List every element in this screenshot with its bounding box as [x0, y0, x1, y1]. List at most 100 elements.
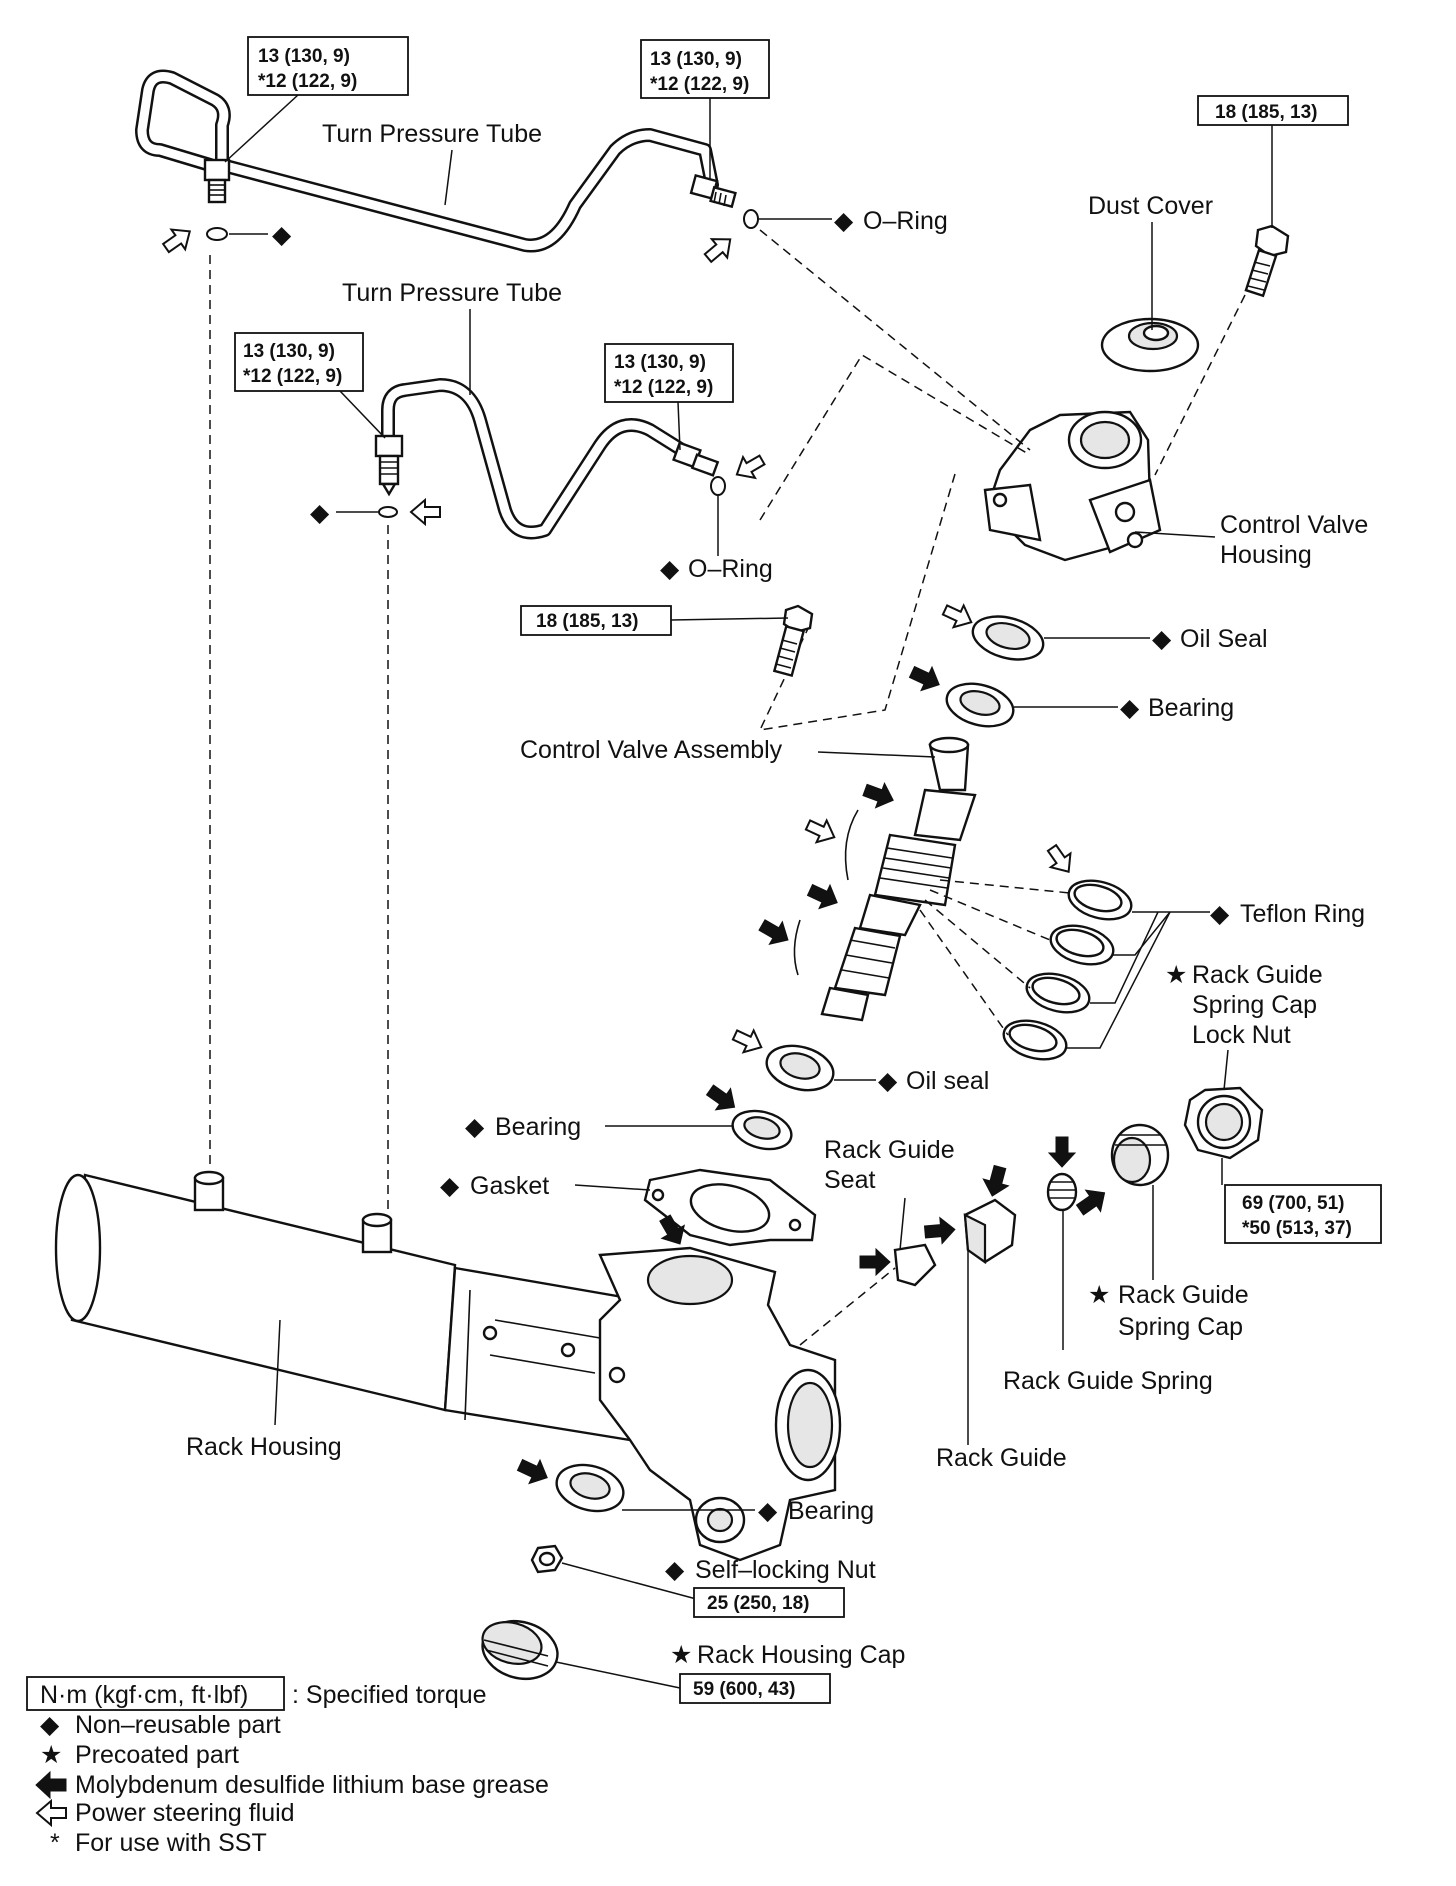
turn-pressure-tube-upper: [135, 69, 737, 253]
legend-torque-box: [26, 1676, 285, 1711]
rack-guide-spring-cap: [1072, 1123, 1170, 1280]
legend-torque-desc: : Specified torque: [292, 1681, 487, 1709]
diamond-symbol: ◆: [440, 1172, 460, 1200]
torque-box-tube1-right: 13 (130, 9) *12 (122, 9): [640, 39, 770, 180]
power-steering-fluid-arrow: [801, 813, 841, 850]
diamond-symbol: ◆: [465, 1113, 485, 1141]
torque-value-sst: *50 (513, 37): [1242, 1218, 1352, 1239]
legend-non-reusable: Non–reusable part: [75, 1711, 281, 1739]
rack-guide-spring: [1046, 1136, 1078, 1350]
rack-housing-cap-label: Rack Housing Cap: [697, 1641, 905, 1669]
o-ring-label-1: O–Ring: [863, 207, 948, 235]
torque-value: 18 (185, 13): [536, 611, 638, 632]
moly-grease-arrow: [1048, 1136, 1076, 1168]
legend-moly-grease-arrow: [35, 1771, 67, 1799]
star-symbol: ★: [1088, 1281, 1110, 1309]
diamond-symbol: ◆: [310, 499, 330, 527]
control-valve-assembly-label: Control Valve Assembly: [520, 736, 783, 764]
torque-box-tube1-left: 13 (130, 9) *12 (122, 9): [224, 36, 409, 163]
rack-guide-seat-label-2: Seat: [824, 1166, 875, 1194]
torque-value: 13 (130, 9): [258, 46, 350, 67]
power-steering-fluid-arrow: [729, 448, 769, 486]
o-ring-upper-left: ◆: [158, 220, 292, 259]
torque-box-bolt-upper: 18 (185, 13): [1197, 95, 1349, 228]
bolt-middle: [772, 604, 814, 678]
oil-seal-label-1: Oil Seal: [1180, 625, 1268, 653]
diamond-symbol: ◆: [758, 1497, 778, 1525]
torque-box-tube2-right: 13 (130, 9) *12 (122, 9): [604, 343, 734, 451]
control-valve-housing-label-1: Control Valve: [1220, 511, 1368, 539]
power-steering-fluid-arrow: [410, 499, 441, 525]
torque-value-sst: *12 (122, 9): [650, 74, 749, 95]
teflon-ring-label: Teflon Ring: [1240, 900, 1365, 928]
rack-guide-label: Rack Guide: [936, 1444, 1067, 1472]
oil-seal-label-2: Oil seal: [906, 1067, 989, 1095]
moly-grease-arrow: [755, 913, 795, 952]
torque-box-rack-housing-cap: 59 (600, 43): [679, 1673, 831, 1704]
rack-guide-seat: [859, 1243, 937, 1287]
diamond-symbol: ◆: [272, 221, 292, 249]
legend-sst: For use with SST: [75, 1829, 267, 1857]
star-symbol: ★: [40, 1741, 62, 1769]
rack-housing-cap: ★ Rack Housing Cap: [481, 1620, 905, 1689]
bearing-label-3: Bearing: [788, 1497, 874, 1525]
turn-pressure-tube-label-1: Turn Pressure Tube: [322, 120, 542, 148]
self-locking-nut-label: Self–locking Nut: [695, 1556, 876, 1584]
self-locking-nut: ◆ Self–locking Nut: [530, 1544, 876, 1601]
bearing-lower: ◆ Bearing: [514, 1452, 874, 1525]
moly-grease-arrow: [859, 1248, 891, 1276]
gasket: ◆ Gasket: [440, 1168, 817, 1247]
control-valve-housing-label-2: Housing: [1220, 541, 1312, 569]
rack-housing-label: Rack Housing: [186, 1433, 342, 1461]
oil-seal-lower: ◆ Oil seal: [728, 1023, 989, 1095]
moly-grease-arrow: [860, 777, 899, 813]
diamond-symbol: ◆: [665, 1556, 685, 1584]
diamond-symbol: ◆: [834, 207, 854, 235]
torque-value-sst: *12 (122, 9): [243, 366, 342, 387]
teflon-rings: ◆ Teflon Ring: [919, 840, 1365, 1061]
torque-value: 59 (600, 43): [693, 1679, 795, 1700]
torque-value: 25 (250, 18): [707, 1593, 809, 1614]
lock-nut-label-3: Lock Nut: [1192, 1021, 1291, 1049]
o-ring-upper-right: ◆ O–Ring: [699, 207, 948, 269]
torque-value: 18 (185, 13): [1215, 102, 1317, 123]
torque-box-tube2-left: 13 (130, 9) *12 (122, 9): [234, 332, 386, 439]
torque-value: 69 (700, 51): [1242, 1193, 1344, 1214]
control-valve-assembly: [755, 736, 977, 1022]
star-symbol: ★: [1165, 961, 1187, 989]
rack-guide: [923, 1163, 1017, 1445]
rack-guide-seat-label-1: Rack Guide: [824, 1136, 955, 1164]
moly-grease-arrow: [804, 877, 844, 915]
power-steering-fluid-arrow: [699, 229, 739, 269]
legend-ps-fluid-arrow: [36, 1800, 67, 1826]
legend-moly-grease: Molybdenum desulfide lithium base grease: [75, 1771, 549, 1799]
torque-value: 13 (130, 9): [650, 49, 742, 70]
torque-value: 13 (130, 9): [614, 352, 706, 373]
lock-nut-label-2: Spring Cap: [1192, 991, 1317, 1019]
moly-grease-arrow: [514, 1452, 554, 1490]
moly-grease-arrow: [1072, 1181, 1113, 1222]
bearing-label-1: Bearing: [1148, 694, 1234, 722]
o-ring-label-2: O–Ring: [688, 555, 773, 583]
power-steering-fluid-arrow: [158, 220, 198, 259]
power-steering-fluid-arrow: [938, 598, 978, 635]
control-valve-housing: [983, 410, 1162, 562]
torque-value-sst: *12 (122, 9): [258, 71, 357, 92]
lock-nut-label-1: Rack Guide: [1192, 961, 1323, 989]
bolt-upper-right: [1244, 224, 1290, 298]
torque-box-self-locking-nut: 25 (250, 18): [693, 1587, 845, 1618]
bearing-middle: ◆ Bearing: [465, 1078, 793, 1151]
rack-guide-spring-label: Rack Guide Spring: [1003, 1367, 1213, 1395]
legend-ps-fluid: Power steering fluid: [75, 1799, 295, 1827]
spring-cap-label-1: Rack Guide: [1118, 1281, 1249, 1309]
diamond-symbol: ◆: [878, 1067, 898, 1095]
star-symbol: ★: [670, 1641, 692, 1669]
diamond-symbol: ◆: [660, 555, 680, 583]
legend-torque-unit: N·m (kgf·cm, ft·lbf): [40, 1681, 248, 1709]
oil-seal-upper: ◆ Oil Seal: [938, 598, 1268, 661]
moly-grease-arrow: [979, 1163, 1014, 1200]
diamond-symbol: ◆: [1210, 900, 1230, 928]
dust-cover: [1100, 317, 1200, 373]
bearing-upper: ◆ Bearing: [906, 659, 1234, 728]
o-ring-lower-left: ◆: [310, 499, 441, 527]
